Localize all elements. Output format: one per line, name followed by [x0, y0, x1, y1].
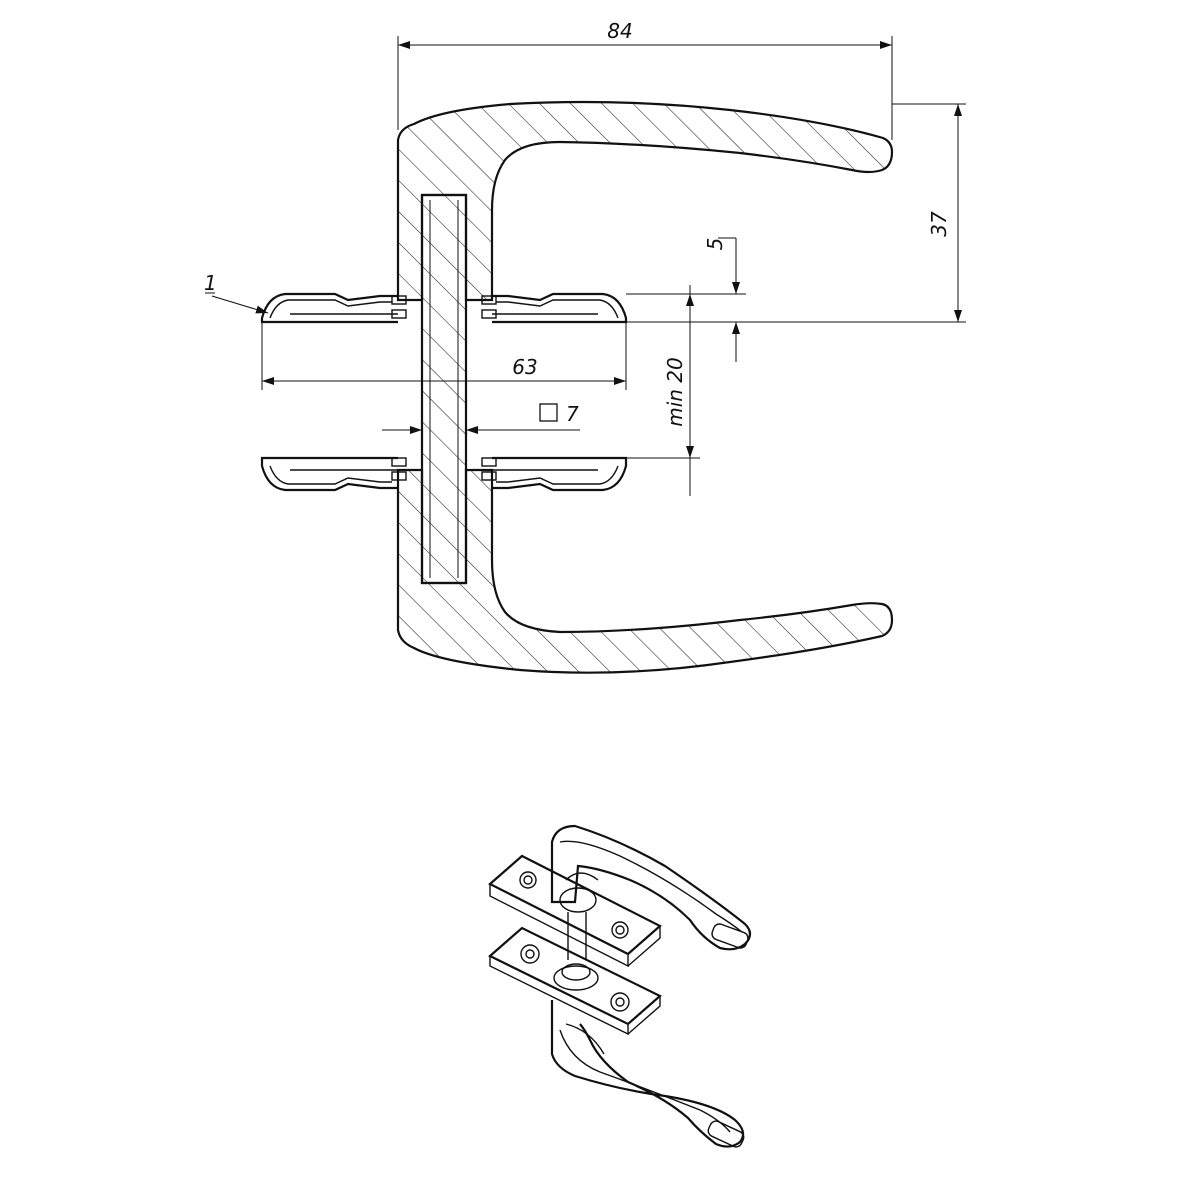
- square-icon: [539, 403, 558, 422]
- lower-lever-section: [396, 468, 894, 674]
- dim-37: 37: [927, 211, 951, 237]
- dim-63: 63: [512, 355, 537, 379]
- dim-5: 5: [703, 238, 727, 251]
- spindle-section: [420, 193, 468, 585]
- dim-spindle-7: 7: [566, 402, 579, 426]
- isometric-view: [488, 824, 752, 1148]
- iso-lower-plate: [488, 926, 662, 1026]
- rose-plate-lower-left: [260, 456, 407, 492]
- rose-plate-lower-right: [481, 456, 628, 492]
- dimension-lines: [205, 36, 966, 496]
- iso-upper-handle: [550, 824, 752, 951]
- dim-min-20: min 20: [663, 357, 687, 427]
- section-view: [260, 100, 894, 674]
- rose-plate-upper-right: [481, 292, 628, 324]
- dim-leader-1: 1: [204, 271, 217, 295]
- rose-plate-upper-left: [260, 292, 407, 324]
- upper-lever-section: [396, 100, 894, 302]
- dim-84: 84: [607, 19, 632, 43]
- iso-lower-handle: [550, 1000, 745, 1148]
